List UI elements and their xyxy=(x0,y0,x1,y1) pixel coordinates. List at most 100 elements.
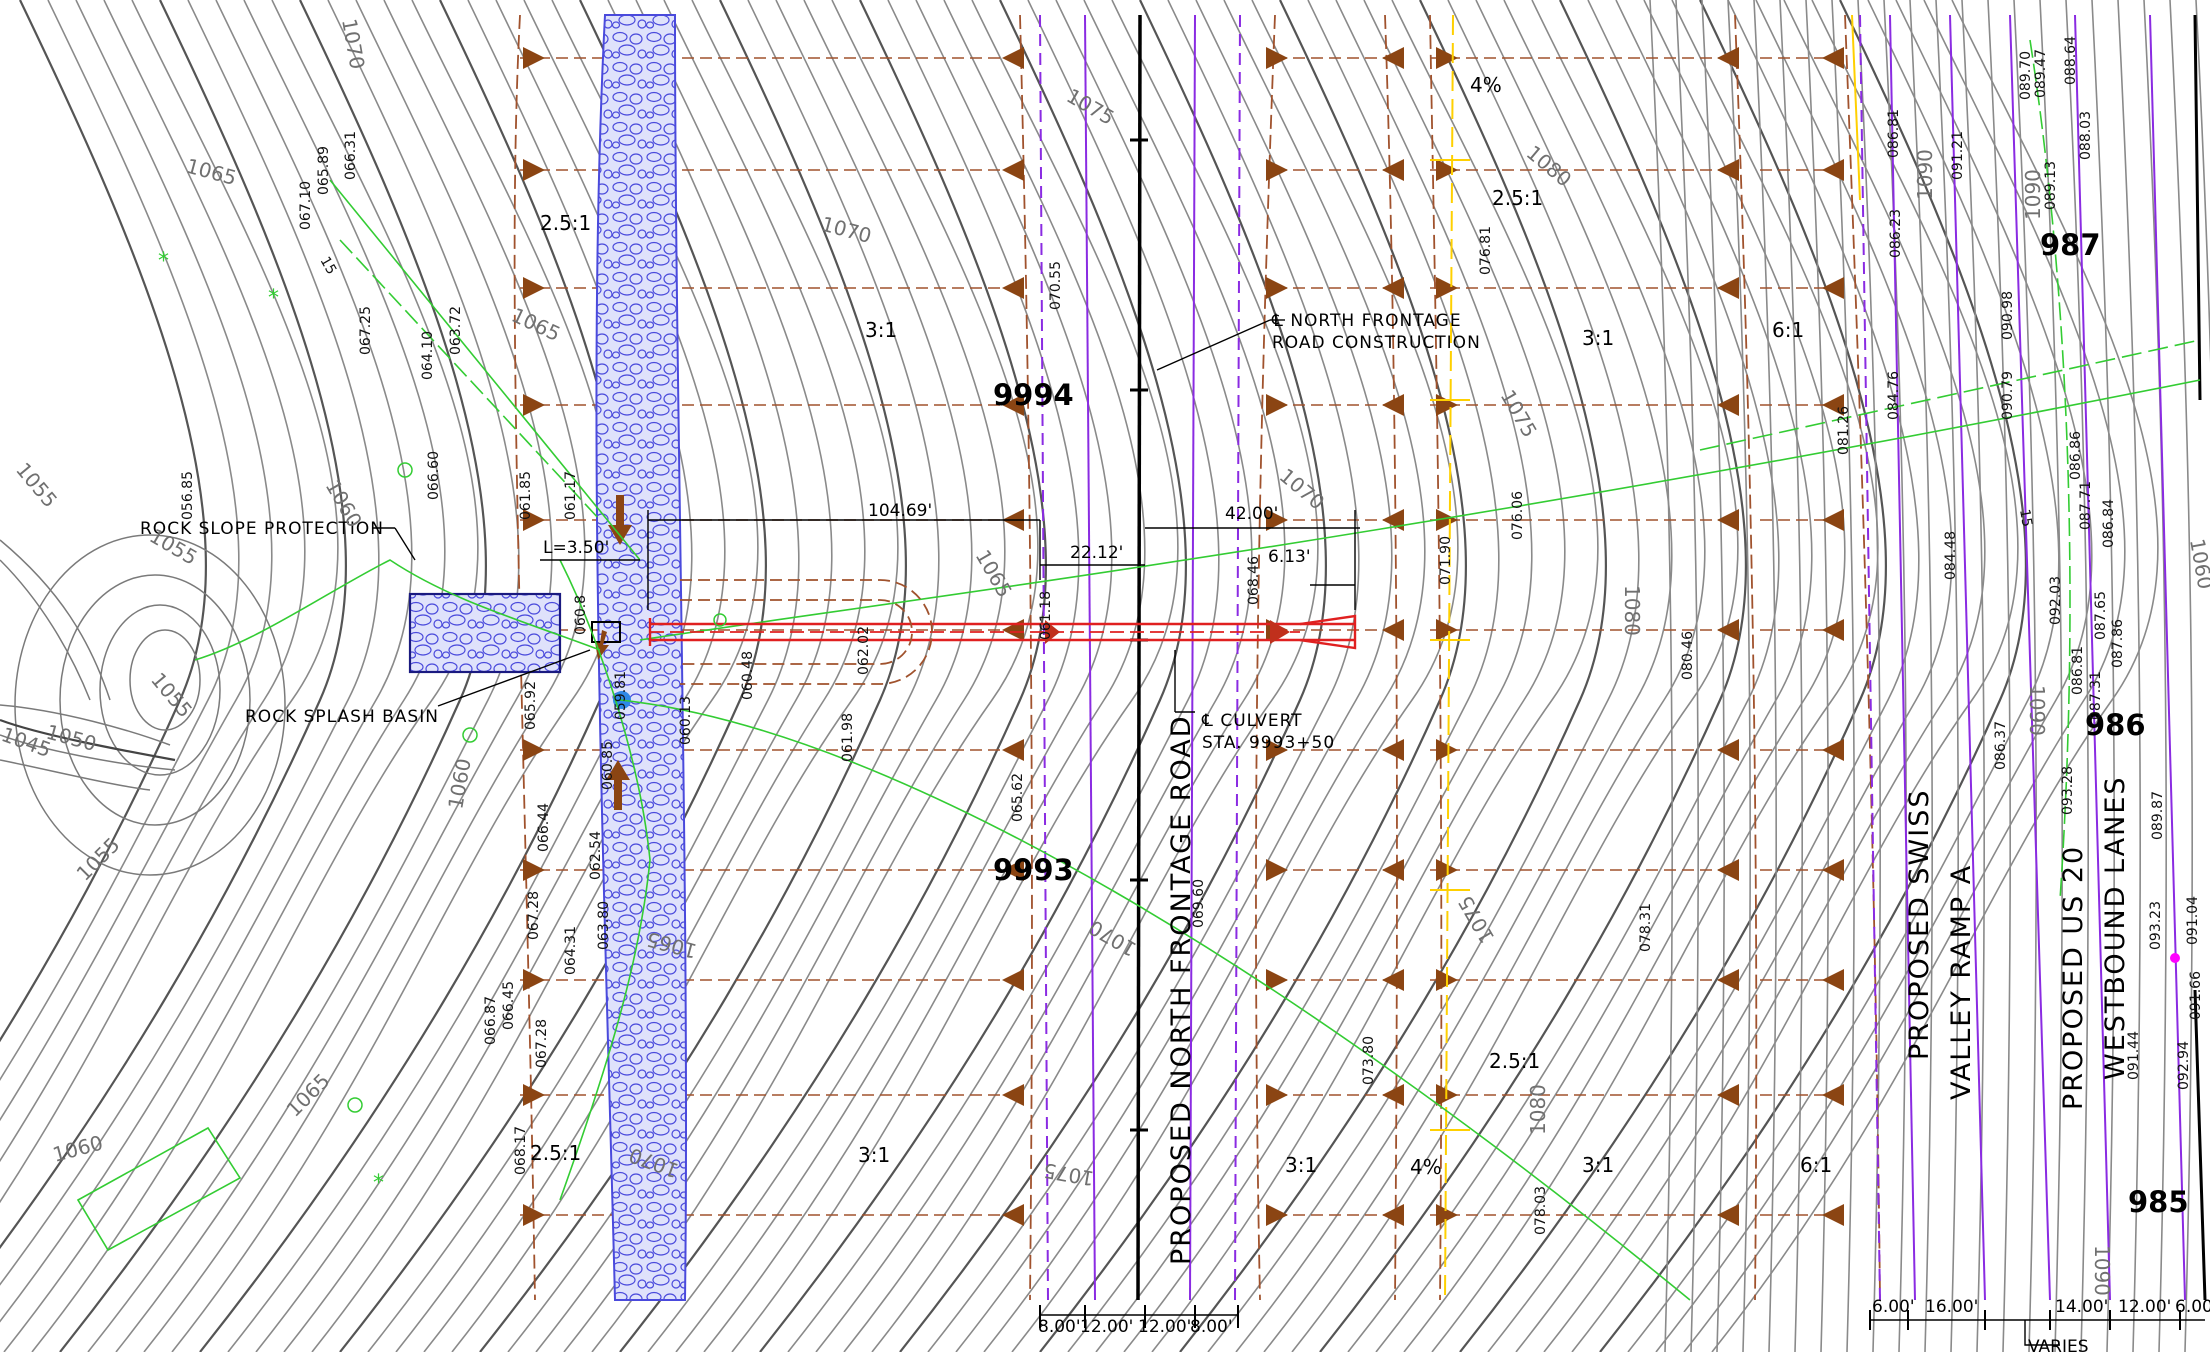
slope-arrow xyxy=(1822,969,1844,991)
spot-elevation: 086.86 xyxy=(2068,431,2084,480)
right-edge-line xyxy=(2193,14,2207,1301)
contour-line xyxy=(927,0,1360,1352)
slope-label: 2.5:1 xyxy=(530,1141,581,1165)
dim-bottom-3: 12.00' xyxy=(1138,1317,1191,1337)
spot-elevation: 080.46 xyxy=(1680,631,1696,680)
slope-arrow xyxy=(1266,47,1288,69)
contour-line xyxy=(1095,0,1533,1352)
spot-elevation: 061.18 xyxy=(1038,591,1054,640)
spot-elevation: 067.28 xyxy=(534,1019,550,1068)
slope-arrow xyxy=(1382,1204,1404,1226)
station-labels: 9994 9993 987 986 985 xyxy=(993,228,2189,1219)
slope-arrow xyxy=(1382,277,1404,299)
spot-elevation: 087.65 xyxy=(2093,591,2109,640)
slope-arrow xyxy=(1002,1204,1024,1226)
spot-elevation: 086.37 xyxy=(1993,721,2009,770)
contour-line xyxy=(339,0,767,1352)
spot-elevation: 076.81 xyxy=(1478,226,1494,275)
slope-arrow xyxy=(1266,1084,1288,1106)
slope-arrow xyxy=(1002,739,1024,761)
dimension-labels: 104.69' 22.12' 42.00' 6.13' 8.00' 12.00'… xyxy=(868,501,2210,1337)
slope-arrow xyxy=(1382,1084,1404,1106)
dimension-ticks xyxy=(1039,1305,2181,1330)
contour-line xyxy=(2143,0,2168,1352)
slope-arrow xyxy=(1266,969,1288,991)
contour-line xyxy=(1011,0,1459,1352)
slope-arrow xyxy=(1822,277,1844,299)
slope-arrow xyxy=(523,969,545,991)
spot-elevation: 084.76 xyxy=(1886,371,1902,420)
spot-elevation: 065.89 xyxy=(316,146,332,195)
swiss-valley-label-1: PROPOSED SWISS xyxy=(1904,789,1935,1060)
rock-slope-protection-label: ROCK SLOPE PROTECTION xyxy=(140,519,384,539)
contour-line xyxy=(1675,0,1700,1352)
slope-arrow xyxy=(1717,969,1739,991)
slope-arrow xyxy=(1436,159,1458,181)
contour-line xyxy=(871,0,1319,1352)
slope-arrow xyxy=(1266,394,1288,416)
contour-line xyxy=(2195,0,2210,362)
slope-label: 2.5:1 xyxy=(540,211,591,235)
slope-arrow xyxy=(523,159,545,181)
spot-elevation: 061.85 xyxy=(518,471,534,520)
contour-line xyxy=(1649,0,1674,1352)
slope-arrow xyxy=(1002,969,1024,991)
spot-elevation: 093.23 xyxy=(2148,901,2164,950)
contour-line xyxy=(31,0,479,1352)
cross-slope-label: 4% xyxy=(1470,73,1502,97)
contour-line xyxy=(0,0,347,1250)
dim-right-3: 14.00' xyxy=(2055,1297,2108,1317)
contour-line xyxy=(1987,0,2012,1352)
frontage-road-centerline xyxy=(1136,14,1142,1301)
spot-elevation: 081.26 xyxy=(1836,406,1852,455)
slope-label: 3:1 xyxy=(1285,1153,1317,1177)
contour-line xyxy=(2013,0,2038,1352)
varies-label: VARIES xyxy=(2028,1337,2089,1352)
contour-line xyxy=(955,0,1393,1352)
north-frontage-road-label: PROPOSED NORTH FRONTAGE ROAD xyxy=(1166,714,1197,1265)
contour-line xyxy=(3,0,446,1352)
contour-line xyxy=(1123,0,1566,1352)
contour-line xyxy=(703,0,1146,1352)
spot-elevation: 086.81 xyxy=(1886,109,1902,158)
contour-line xyxy=(1431,0,1879,1352)
culvert-pipe[interactable] xyxy=(648,614,1357,650)
spot-elevation: 089.70 xyxy=(2018,51,2034,100)
contour-line xyxy=(1831,0,1856,1352)
contour-line xyxy=(1375,0,1813,1352)
contour-line xyxy=(1935,0,1960,1352)
contour-line xyxy=(1779,0,1804,1352)
contour-line xyxy=(171,0,619,1352)
slope-arrow xyxy=(1717,1204,1739,1226)
spot-elevation: 076.06 xyxy=(1510,491,1526,540)
station-987: 987 xyxy=(2040,228,2101,262)
contour-label: 1080 xyxy=(1620,585,1644,636)
slope-arrow xyxy=(1382,47,1404,69)
dimension-lines xyxy=(372,319,2205,1346)
spot-elevation: 064.10 xyxy=(420,331,436,380)
contour-line xyxy=(143,0,586,1352)
slope-arrow xyxy=(523,1204,545,1226)
flow-arrows xyxy=(595,495,632,810)
spot-elevation: 067.25 xyxy=(358,306,374,355)
slope-arrow xyxy=(1436,394,1458,416)
contour-line xyxy=(1683,0,2126,1352)
spot-elevations: 065.89 066.31 067.10 067.25 063.72 064.1… xyxy=(180,36,2204,1235)
spot-elevation: 092.94 xyxy=(2176,1041,2192,1090)
rock-splash-basin xyxy=(408,592,562,674)
slope-arrow xyxy=(1266,859,1288,881)
existing-features xyxy=(76,39,2201,1301)
spot-elevation: 061.98 xyxy=(840,713,856,762)
contour-label: 1060 xyxy=(50,1130,105,1166)
contour-line xyxy=(1727,0,1752,1352)
dim-right-2: 16.00' xyxy=(1925,1297,1978,1317)
slope-arrow xyxy=(1382,619,1404,641)
spot-elevation: 063.72 xyxy=(448,306,464,355)
slope-arrow xyxy=(1822,859,1844,881)
contour-line xyxy=(0,0,240,1081)
contour-line xyxy=(1909,0,1934,1352)
slope-arrow xyxy=(1002,859,1024,881)
spot-elevation: 087.71 xyxy=(2078,481,2094,530)
slope-arrow xyxy=(1382,859,1404,881)
contour-line xyxy=(59,0,487,1352)
